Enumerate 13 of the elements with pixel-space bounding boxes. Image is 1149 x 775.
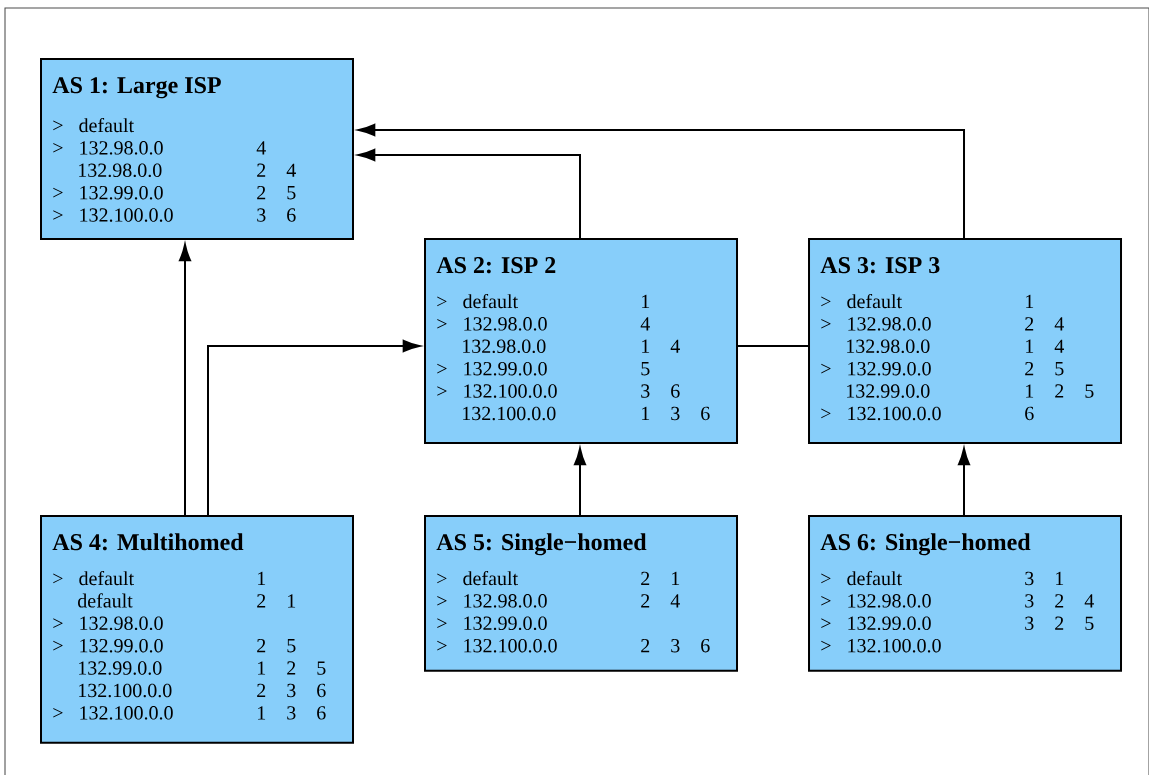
routing-table-box: AS 1: Large ISP > default > 132.98.0.0 4 132.98.0.0 2 4 > 132.99.0.0 2 5 > 132.100.0.0 3 6 — [40, 58, 354, 240]
connector-line — [737, 345, 809, 347]
arrow — [957, 447, 971, 516]
routing-table-box: AS 6: Single−homed > default 3 1 > 132.98.0.0 3 2 4 > 132.99.0.0 3 2 5 > 132.100.0.0 — [808, 515, 1122, 672]
routing-table-box: AS 5: Single−homed > default 2 1 > 132.98.0.0 2 4 > 132.99.0.0 > 132.100.0.0 2 3 6 — [424, 515, 738, 672]
arrow — [207, 339, 421, 516]
routing-table-box: AS 2: ISP 2 > default 1 > 132.98.0.0 4 132.98.0.0 1 4 > 132.99.0.0 5 > 132.100.0.0 3 6 132.100.0.0 1 3 6 — [424, 238, 738, 444]
arrow — [178, 243, 192, 516]
routing-table-box: AS 4: Multihomed > default 1 default 2 1 > 132.98.0.0 > 132.99.0.0 2 5 132.99.0.0 1 2 5 132.100.0.0 2 3 6 > 132.100.0.0 1 3 6 — [40, 515, 354, 744]
arrow — [357, 123, 965, 239]
routing-table-box: AS 3: ISP 3 > default 1 > 132.98.0.0 2 4 132.98.0.0 1 4 > 132.99.0.0 2 5 132.99.0.0 1 2 5 > 132.100.0.0 6 — [808, 238, 1122, 444]
arrow — [357, 148, 581, 239]
arrow — [573, 447, 587, 516]
